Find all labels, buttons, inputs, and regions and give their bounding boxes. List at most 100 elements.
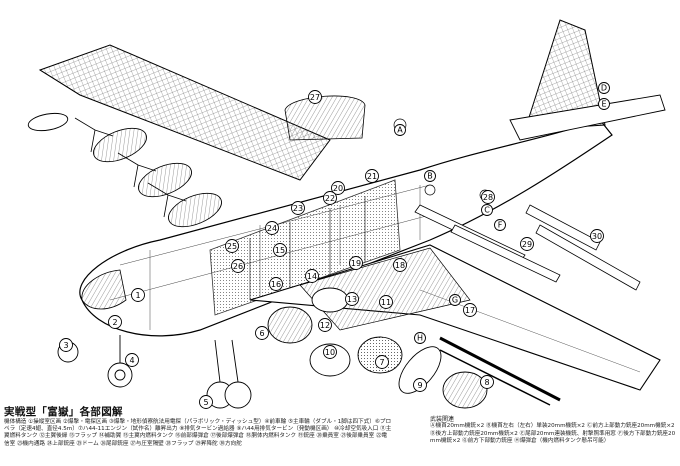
callout-11: 11: [379, 295, 393, 309]
armament-markers: A B C DE F G H: [394, 82, 610, 344]
callout-circle: [265, 221, 279, 235]
callout-29: 29: [520, 237, 534, 251]
callout-circle: [365, 169, 379, 183]
callout-3: 3: [59, 338, 73, 352]
callout-14: 14: [305, 269, 319, 283]
armament-label: E: [601, 100, 606, 109]
callout-17: 17: [463, 303, 477, 317]
engine-nacelles-left: [27, 112, 222, 228]
callout-label: 27: [310, 93, 320, 102]
callout-circle: [308, 90, 322, 104]
callout-label: 26: [233, 262, 243, 271]
callout-label: 25: [227, 242, 237, 251]
callout-label: 2: [112, 318, 117, 327]
armament-label: F: [498, 221, 503, 230]
callout-label: 9: [417, 381, 422, 390]
callout-circle: [59, 338, 73, 352]
callout-6: 6: [255, 326, 269, 340]
nose-glazing: [81, 269, 127, 310]
callout-circle: [349, 256, 363, 270]
callout-circle: [345, 292, 359, 306]
armament-label: B: [427, 172, 433, 181]
armament-circle: [414, 332, 426, 344]
callout-4: 4: [125, 353, 139, 367]
callout-circle: [231, 259, 245, 273]
callout-24: 24: [265, 221, 279, 235]
callout-label: 19: [351, 259, 361, 268]
armament-marker-B: B: [424, 170, 436, 182]
callout-circle: [323, 191, 337, 205]
callout-23: 23: [291, 201, 305, 215]
callout-label: 18: [395, 261, 405, 270]
callout-10: 10: [323, 345, 337, 359]
callout-label: 20: [333, 184, 343, 193]
armament-marker-G: G: [449, 294, 461, 306]
horizontal-stabilizer: [509, 94, 666, 141]
callout-9: 9: [413, 378, 427, 392]
wing-fuel-tanks: [299, 247, 471, 331]
callout-label: 28: [483, 193, 493, 202]
callout-7: 7: [375, 355, 389, 369]
callout-circle: [375, 355, 389, 369]
armament-circle: [481, 204, 493, 216]
callout-circle: [331, 181, 345, 195]
callout-label: 30: [592, 232, 602, 241]
callout-label: 12: [320, 321, 330, 330]
callout-circle: [291, 201, 305, 215]
callout-label: 13: [347, 295, 357, 304]
callout-15: 15: [273, 243, 287, 257]
callout-circle: [305, 269, 319, 283]
callout-label: 3: [63, 341, 68, 350]
callout-circle: [199, 395, 213, 409]
armament-circle: [598, 98, 610, 110]
callout-22: 22: [323, 191, 337, 205]
armament-marker-C: C: [481, 204, 493, 216]
callout-circle: [131, 288, 145, 302]
armament-label: A: [397, 126, 403, 135]
callout-21: 21: [365, 169, 379, 183]
callout-2: 2: [108, 315, 122, 329]
callout-circle: [463, 303, 477, 317]
caption-title: 実戦型「富嶽」各部図解: [4, 406, 123, 418]
callout-label: 1: [135, 291, 140, 300]
armament-circle: [598, 82, 610, 94]
callout-30: 30: [590, 229, 604, 243]
callout-label: 21: [367, 172, 377, 181]
callout-18: 18: [393, 258, 407, 272]
caption-block: 実戦型「富嶽」各部図解 機体構造 ①操縦室区画 ②爆撃・電探区画 ③爆撃・地形偵…: [0, 404, 680, 466]
armament-label: H: [417, 334, 423, 343]
callout-26: 26: [231, 259, 245, 273]
callout-label: 14: [307, 272, 317, 281]
callout-25: 25: [225, 239, 239, 253]
callout-20: 20: [331, 181, 345, 195]
callout-27: 27: [308, 90, 322, 104]
callout-circle: [125, 353, 139, 367]
callout-label: 23: [293, 204, 303, 213]
callout-circle: [393, 258, 407, 272]
armament-label: D: [601, 84, 607, 93]
callout-28: 28: [481, 190, 495, 204]
armament-marker-H: H: [414, 332, 426, 344]
callout-circle: [225, 239, 239, 253]
callout-circle: [413, 378, 427, 392]
callout-label: 16: [271, 280, 281, 289]
callout-circle: [108, 315, 122, 329]
callout-label: 7: [379, 358, 384, 367]
callout-circle: [379, 295, 393, 309]
armament-circle: [449, 294, 461, 306]
armament-marker-E: E: [598, 98, 610, 110]
landing-gear: [57, 335, 252, 409]
callout-circle: [273, 243, 287, 257]
callout-label: 10: [325, 348, 335, 357]
wing-panels: [414, 204, 641, 291]
callout-label: 29: [522, 240, 532, 249]
callout-circle: [269, 277, 283, 291]
callout-label: 11: [381, 298, 391, 307]
callout-circle: [323, 345, 337, 359]
callout-label: 6: [259, 329, 264, 338]
callout-5: 5: [199, 395, 213, 409]
armament-marker-D: D: [598, 82, 610, 94]
callout-label: 17: [465, 306, 475, 315]
armament-circle: [494, 219, 506, 231]
